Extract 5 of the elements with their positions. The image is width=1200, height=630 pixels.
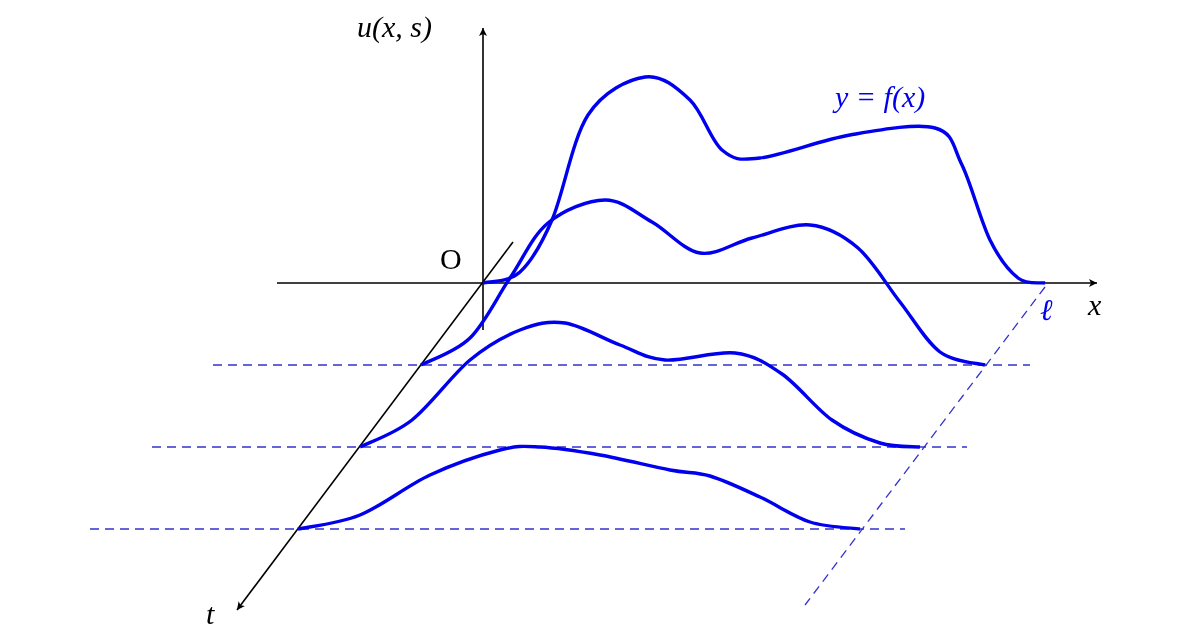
origin-label: O xyxy=(440,242,462,276)
length-label: ℓ xyxy=(1040,293,1053,327)
axis-label: u(x, s) xyxy=(357,10,432,44)
axis-label: x xyxy=(1088,288,1102,322)
axis-label: t xyxy=(206,597,215,630)
